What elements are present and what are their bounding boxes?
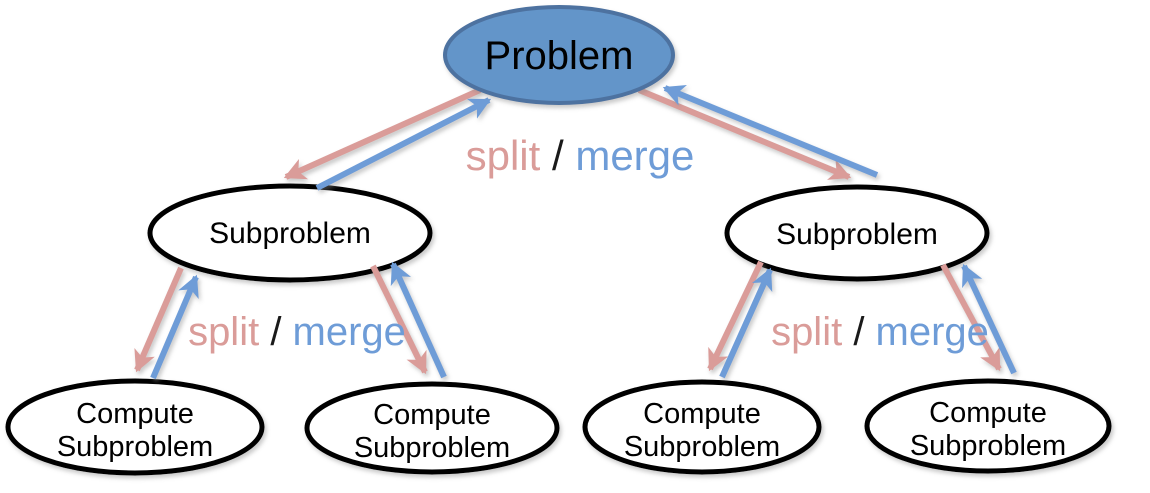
edge-label-lower-right: split / merge xyxy=(771,310,989,354)
merge-word: merge xyxy=(293,310,406,354)
compute-1-line1: Compute xyxy=(76,398,194,430)
merge-arrow-root-left xyxy=(315,97,492,191)
node-subproblem-right xyxy=(724,184,990,282)
merge-arrow-left-2 xyxy=(390,261,447,379)
edge-label-lower-left: split / merge xyxy=(188,310,406,354)
subproblem-right-label: Subproblem xyxy=(776,218,938,251)
node-subproblem-left xyxy=(147,183,433,283)
merge-arrow-left-1 xyxy=(150,274,199,380)
node-problem xyxy=(443,5,675,105)
compute-2-line2: Subproblem xyxy=(354,432,510,464)
split-word: split xyxy=(466,132,541,179)
edge-label-top: split / merge xyxy=(466,132,695,179)
slash-separator: / xyxy=(842,310,875,354)
merge-word: merge xyxy=(575,132,694,179)
compute-2-line1: Compute xyxy=(373,399,491,431)
subproblem-left-label: Subproblem xyxy=(209,217,371,250)
compute-4-line2: Subproblem xyxy=(910,430,1066,462)
split-word: split xyxy=(188,310,259,354)
slash-separator: / xyxy=(259,310,292,354)
split-arrow-root-left xyxy=(283,87,482,180)
compute-3-line1: Compute xyxy=(643,398,761,430)
split-word: split xyxy=(771,310,842,354)
compute-4-line1: Compute xyxy=(929,397,1047,429)
merge-arrow-root-right xyxy=(662,85,879,178)
split-arrow-left-2 xyxy=(370,264,428,375)
node-compute-2 xyxy=(304,381,560,475)
split-arrow-right-4 xyxy=(940,263,1002,372)
node-compute-3 xyxy=(582,379,822,475)
node-compute-1 xyxy=(5,378,265,476)
merge-arrow-right-3 xyxy=(719,267,773,379)
merge-arrow-right-4 xyxy=(961,263,1017,375)
compute-1-line2: Subproblem xyxy=(57,431,213,463)
node-compute-4 xyxy=(864,378,1112,474)
slash-separator: / xyxy=(540,132,575,179)
problem-label: Problem xyxy=(485,34,634,78)
merge-word: merge xyxy=(876,310,989,354)
compute-3-line2: Subproblem xyxy=(624,431,780,463)
split-arrow-left-1 xyxy=(134,266,184,373)
